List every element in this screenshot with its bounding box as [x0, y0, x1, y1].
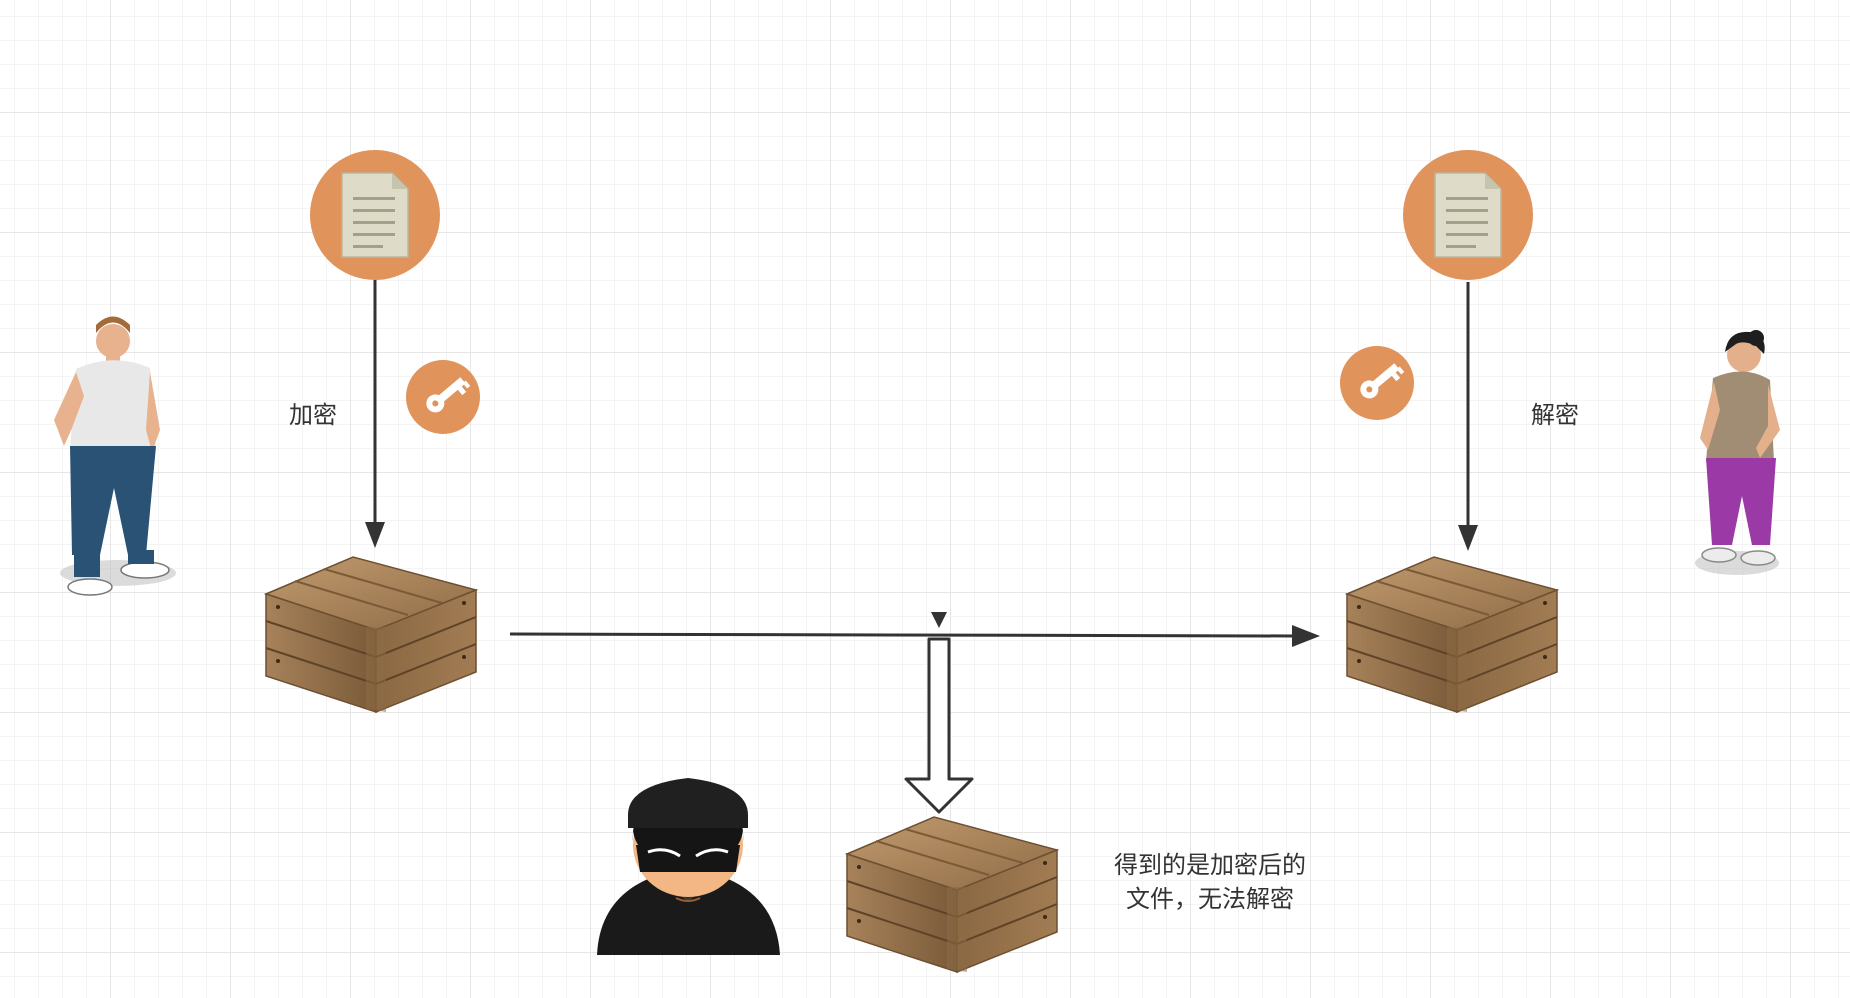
decrypt-key-icon [1340, 346, 1414, 420]
decrypt-label: 解密 [1531, 401, 1579, 429]
encrypt-arrow [365, 280, 385, 548]
receiver-person-icon [1695, 330, 1780, 575]
sender-crate-icon [265, 556, 477, 713]
transfer-arrow [509, 625, 1320, 647]
attacker-note-line2: 文件，无法解密 [1126, 885, 1294, 913]
decrypt-arrow [1458, 282, 1478, 551]
encrypt-key-icon [406, 360, 480, 434]
receiver-document-icon [1402, 149, 1534, 281]
interception-arrow [904, 612, 974, 814]
attacker-hacker-icon [597, 778, 780, 955]
encrypt-label: 加密 [289, 401, 337, 429]
receiver-crate-icon [1346, 556, 1558, 713]
attacker-note: 得到的是加密后的 文件，无法解密 [1090, 848, 1330, 916]
sender-person-icon [54, 316, 176, 596]
intercepted-crate-icon [846, 816, 1058, 973]
sender-document-icon [309, 149, 441, 281]
attacker-note-line1: 得到的是加密后的 [1114, 851, 1306, 879]
